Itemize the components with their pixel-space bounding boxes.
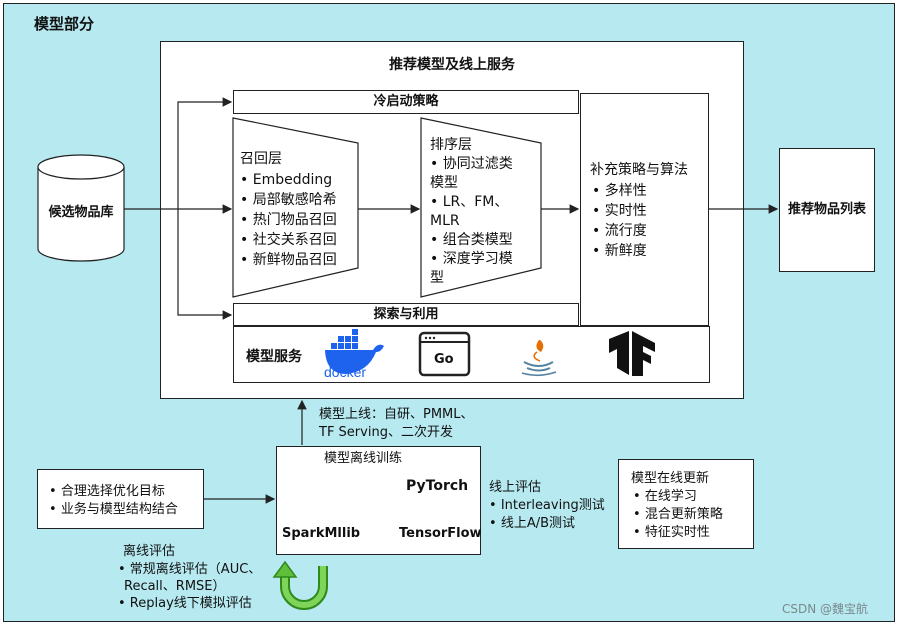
ranking-item-cont: 型 xyxy=(430,270,444,286)
sparkmllib-wordmark: SparkMllib xyxy=(282,526,361,541)
cold-start-bar: 冷启动策略 xyxy=(233,90,579,114)
ranking-item-cont: MLR xyxy=(430,213,460,229)
offline-training-box xyxy=(276,446,481,555)
supplement-list: 多样性 实时性 流行度 新鲜度 xyxy=(592,181,647,261)
online-update-item: 特征实时性 xyxy=(633,524,723,542)
recall-title: 召回层 xyxy=(240,151,282,167)
offline-eval-line: • 常规离线评估（AUC、 xyxy=(118,562,262,577)
offline-eval-line: Recall、RMSE） xyxy=(124,579,226,594)
ranking-item-cont: 模型 xyxy=(430,175,458,191)
recall-item: Embedding xyxy=(240,170,337,190)
recall-item: 新鲜物品召回 xyxy=(240,250,337,270)
online-update-title: 模型在线更新 xyxy=(631,471,710,486)
java-icon xyxy=(521,340,557,377)
main-panel-title: 推荐模型及线上服务 xyxy=(389,57,515,73)
arrow-to-explore xyxy=(177,209,233,320)
online-update-item: 在线学习 xyxy=(633,488,723,506)
output-box: 推荐物品列表 xyxy=(779,148,875,272)
model-service-bar xyxy=(233,326,710,383)
supplement-title: 补充策略与算法 xyxy=(590,162,688,178)
ranking-item: • 协同过滤类 xyxy=(430,156,513,172)
database-cylinder xyxy=(37,154,125,262)
recall-item: 社交关系召回 xyxy=(240,230,337,250)
online-eval-title: 线上评估 xyxy=(489,480,542,495)
section-title: 模型部分 xyxy=(34,15,95,33)
ranking-item: • 深度学习模 xyxy=(430,251,513,267)
recall-item: 热门物品召回 xyxy=(240,210,337,230)
online-eval-item: Interleaving测试 xyxy=(489,497,605,515)
online-update-item: 混合更新策略 xyxy=(633,506,723,524)
online-update-list: 在线学习 混合更新策略 特征实时性 xyxy=(633,488,723,542)
ranking-title: 排序层 xyxy=(430,137,472,153)
online-eval-list: Interleaving测试 线上A/B测试 xyxy=(489,497,605,533)
recall-list: Embedding 局部敏感哈希 热门物品召回 社交关系召回 新鲜物品召回 xyxy=(240,170,337,270)
model-service-label: 模型服务 xyxy=(246,349,302,365)
offline-training-title: 模型离线训练 xyxy=(324,451,403,466)
objective-list: 合理选择优化目标 业务与模型结构结合 xyxy=(49,483,178,519)
candidate-db-label: 候选物品库 xyxy=(48,205,114,220)
docker-icon xyxy=(325,329,384,374)
explore-exploit-bar: 探索与利用 xyxy=(233,303,579,326)
supplement-item: 流行度 xyxy=(592,221,647,241)
go-wordmark: Go xyxy=(434,352,454,367)
supplement-item: 实时性 xyxy=(592,201,647,221)
deploy-note-line: TF Serving、二次开发 xyxy=(319,425,453,440)
ranking-item: • LR、FM、 xyxy=(430,194,509,210)
go-icon xyxy=(418,331,471,377)
ranking-text: 排序层 • 协同过滤类 模型 • LR、FM、 MLR • 组合类模型 • 深度… xyxy=(430,136,513,288)
online-eval-item: 线上A/B测试 xyxy=(489,515,605,533)
deploy-note-line: 模型上线：自研、PMML、 xyxy=(319,407,474,422)
ranking-item: • 组合类模型 xyxy=(430,232,513,248)
supplement-item: 多样性 xyxy=(592,181,647,201)
objective-item: 业务与模型结构结合 xyxy=(49,501,178,519)
offline-eval-line: • Replay线下模拟评估 xyxy=(118,596,252,611)
tensorflow-wordmark: TensorFlow xyxy=(399,526,482,541)
u-turn-arrow-icon xyxy=(272,560,328,610)
supplement-item: 新鲜度 xyxy=(592,241,647,261)
ranking-layer-shape xyxy=(420,117,542,298)
recall-item: 局部敏感哈希 xyxy=(240,190,337,210)
offline-eval-title: 离线评估 xyxy=(123,544,176,559)
arrow-to-cold-start xyxy=(177,97,233,209)
objective-item: 合理选择优化目标 xyxy=(49,483,178,501)
pytorch-wordmark: PyTorch xyxy=(406,478,469,494)
watermark: CSDN @魏宝航 xyxy=(782,602,869,616)
tensorflow-icon xyxy=(609,331,655,376)
docker-wordmark: docker xyxy=(324,364,367,380)
deploy-note: 模型上线：自研、PMML、 TF Serving、二次开发 xyxy=(319,406,474,442)
